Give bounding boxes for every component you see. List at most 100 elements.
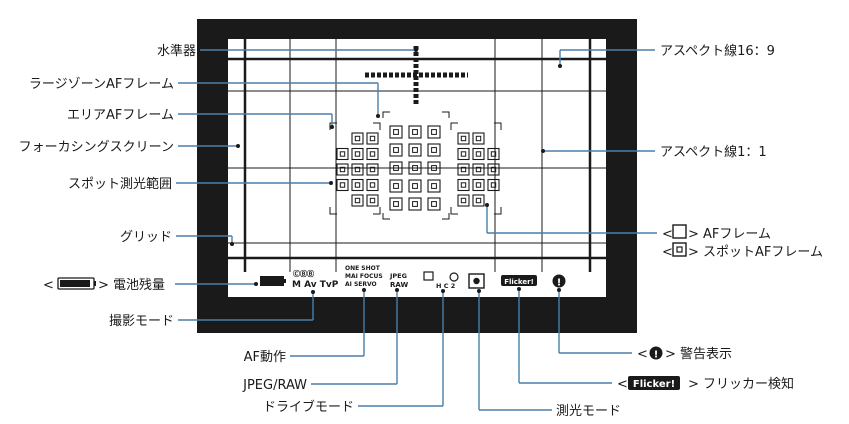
af-point-center (475, 135, 482, 142)
label-aspect-1-1: アスペクト線1：1 (660, 144, 767, 160)
af-points (336, 125, 500, 211)
af-point (389, 125, 403, 139)
af-point-center (431, 183, 437, 189)
label-flicker: < Flicker! > フリッカー検知 (617, 376, 794, 392)
label-af-frame-suffix: > AFフレーム (688, 227, 771, 242)
af-point (389, 179, 403, 193)
af-point (472, 178, 485, 192)
leader-dots (230, 48, 562, 294)
label-af-frame: < > AFフレーム (662, 224, 771, 242)
af-point (366, 194, 379, 207)
af-point (427, 197, 441, 211)
af-point (427, 143, 441, 157)
battery-icon (260, 276, 284, 286)
flicker-badge (501, 275, 537, 286)
label-level: 水準器 (157, 43, 196, 59)
raw-text: RAW (390, 281, 408, 289)
jpeg-text: JPEG (389, 272, 407, 280)
warning-icon-mark: ! (557, 278, 562, 289)
af-point (336, 147, 349, 161)
af-point (408, 161, 422, 175)
af-point (351, 194, 364, 207)
af-point-center (393, 201, 399, 207)
label-flicker-prefix: < (617, 377, 628, 392)
af-point (472, 132, 485, 145)
af-point (351, 163, 364, 176)
af-point (408, 179, 422, 193)
af-point-center (369, 166, 376, 173)
label-zone-af: エリアAFフレーム (67, 108, 174, 123)
label-af-operation: AF動作 (244, 350, 286, 365)
af-point (472, 163, 485, 176)
warning-icon (552, 274, 566, 288)
label-shooting-mode: 撮影モード (109, 313, 174, 329)
af-point-center (393, 147, 399, 153)
af-point (472, 194, 485, 207)
af-point (389, 143, 403, 157)
flicker-badge-text: Flicker! (504, 278, 534, 286)
drive-mode-icon (423, 271, 434, 281)
af-point (351, 178, 364, 192)
af-point (336, 178, 349, 192)
af-point-center (460, 151, 467, 157)
level-indicator (365, 46, 468, 104)
label-spot-metering: スポット測光範囲 (68, 177, 172, 192)
label-battery-suffix: > 電池残量 (98, 278, 165, 293)
af-point (389, 161, 403, 175)
af-point (408, 197, 422, 211)
af-point-center (431, 165, 437, 171)
af-point-center (412, 129, 418, 135)
af-point (408, 143, 422, 157)
af-operation-line2: MAI FOCUS (345, 273, 383, 280)
af-point-center (354, 182, 361, 188)
af-point-center (431, 201, 437, 207)
af-point-center (475, 182, 482, 188)
af-point-center (460, 197, 467, 204)
af-point-center (412, 147, 418, 153)
af-point (336, 163, 349, 176)
af-frame-icon (672, 224, 687, 239)
af-point-center (460, 135, 467, 142)
warning-label-icon-mark: ! (654, 350, 659, 361)
af-point-center (339, 166, 346, 173)
flicker-label-badge-text: Flicker! (633, 379, 675, 390)
af-point-center (393, 183, 399, 189)
label-flicker-suffix: > フリッカー検知 (688, 376, 794, 392)
af-point (408, 125, 422, 139)
af-point (457, 163, 470, 176)
af-point-center (369, 182, 376, 188)
af-point (366, 132, 379, 145)
af-point-center (475, 151, 482, 157)
af-point-center (354, 151, 361, 157)
af-point (366, 163, 379, 176)
af-point-center (354, 197, 361, 204)
zone-af-brackets (329, 111, 502, 220)
shooting-mode-text: M Av TvP (292, 280, 339, 290)
metering-mode-icon (468, 273, 485, 289)
af-point-center (369, 135, 376, 142)
af-point-center (475, 197, 482, 204)
af-point-center (490, 182, 497, 188)
label-af-frame-prefix: < (662, 227, 673, 242)
warning-label-icon (649, 346, 663, 360)
label-battery: < > 電池残量 (43, 277, 165, 293)
label-focusing-screen: フォーカシングスクリーン (19, 140, 174, 155)
af-point (427, 125, 441, 139)
af-point (427, 161, 441, 175)
af-point (427, 179, 441, 193)
af-point-center (475, 166, 482, 173)
label-warning-suffix: > 警告表示 (665, 346, 732, 362)
af-point-center (393, 129, 399, 135)
af-point-center (412, 201, 418, 207)
af-operation-line1: ONE SHOT (345, 265, 381, 272)
af-point-center (369, 197, 376, 204)
leader-lines (175, 49, 657, 411)
af-point (457, 194, 470, 207)
shooting-mode-top-text: ⒸⒷⒷ (293, 269, 314, 278)
af-point-center (393, 165, 399, 171)
af-point-center (354, 166, 361, 173)
label-battery-prefix: < (43, 278, 54, 293)
af-point-center (490, 166, 497, 173)
af-point (487, 178, 500, 192)
